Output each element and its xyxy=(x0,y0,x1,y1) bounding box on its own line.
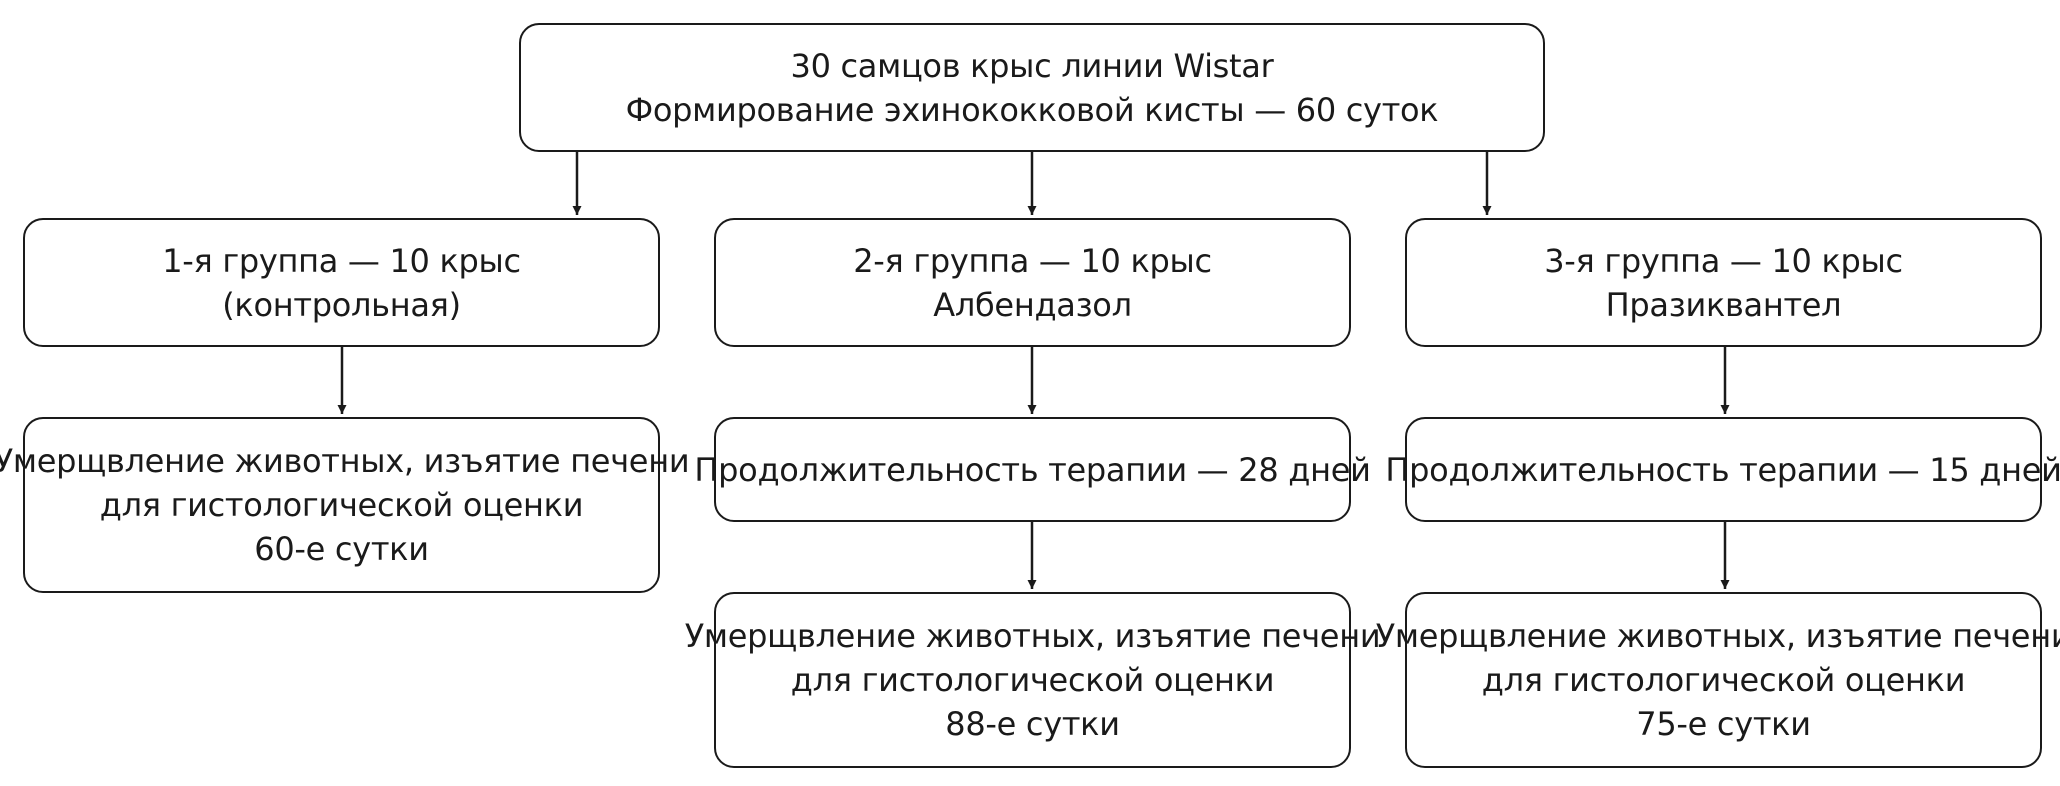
group-2-therapy: Продолжительность терапии — 28 дней xyxy=(694,450,1371,489)
group-2-outcome-line-2: для гистологической оценки xyxy=(790,661,1275,699)
group-2-outcome-box: Умерщвление животных, изъятие печени для… xyxy=(685,592,1381,768)
root-box: 30 самцов крыс линии Wistar Формирование… xyxy=(519,23,1545,152)
group-1-box: 1-я группа — 10 крыс (контрольная) xyxy=(23,218,660,347)
group-3-outcome-line-3: 75-е сутки xyxy=(1636,705,1811,743)
group-2-outcome-line-1: Умерщвление животных, изъятие печени xyxy=(684,617,1381,655)
group-1-subtitle: (контрольная) xyxy=(222,285,461,324)
group-2-therapy-box: Продолжительность терапии — 28 дней xyxy=(694,417,1371,522)
group-3-therapy-box: Продолжительность терапии — 15 дней xyxy=(1385,417,2060,522)
group-3-outcome-line-2: для гистологической оценки xyxy=(1481,661,1966,699)
group-2-box: 2-я группа — 10 крыс Албендазол xyxy=(714,218,1351,347)
group-1-outcome-box: Умерщвление животных, изъятие печени для… xyxy=(0,417,690,593)
group-1-outcome-line-2: для гистологической оценки xyxy=(99,486,584,524)
root-line-1: 30 самцов крыс линии Wistar xyxy=(790,46,1274,85)
group-3-subtitle: Празиквантел xyxy=(1605,285,1842,324)
group-1-title: 1-я группа — 10 крыс xyxy=(162,241,521,280)
group-2-outcome-line-3: 88-е сутки xyxy=(945,705,1120,743)
group-3-therapy: Продолжительность терапии — 15 дней xyxy=(1385,450,2060,489)
group-1-outcome-line-1: Умерщвление животных, изъятие печени xyxy=(0,442,690,480)
group-3-box: 3-я группа — 10 крыс Празиквантел xyxy=(1405,218,2042,347)
group-2-subtitle: Албендазол xyxy=(933,285,1132,324)
group-2-title: 2-я группа — 10 крыс xyxy=(853,241,1212,280)
group-3-title: 3-я группа — 10 крыс xyxy=(1544,241,1903,280)
group-3-outcome-line-1: Умерщвление животных, изъятие печени xyxy=(1375,617,2060,655)
group-3-outcome-box: Умерщвление животных, изъятие печени для… xyxy=(1376,592,2060,768)
root-line-2: Формирование эхинококковой кисты — 60 су… xyxy=(625,90,1439,129)
group-1-outcome-line-3: 60-е сутки xyxy=(254,530,429,568)
